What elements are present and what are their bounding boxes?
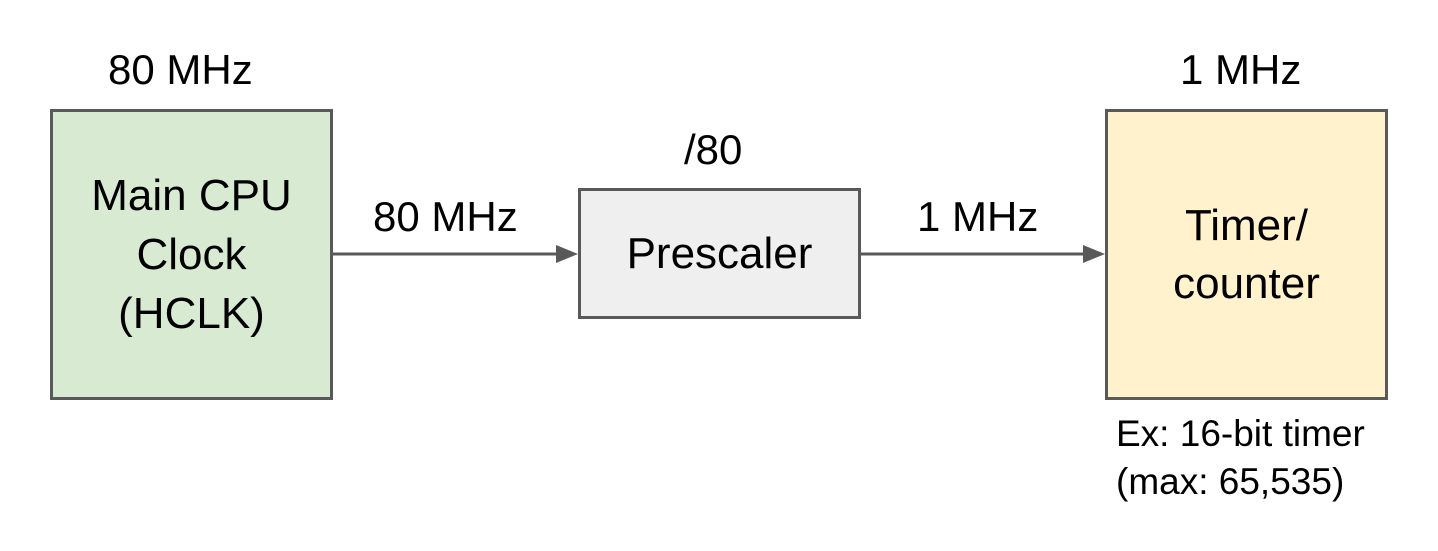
edge-label-cpu-to-prescaler: 80 MHz [373, 193, 518, 240]
prescaler-divider-label: /80 [684, 126, 743, 173]
timer-note-line-1: Ex: 16-bit timer [1116, 413, 1365, 454]
prescaler-box: Prescaler [578, 188, 861, 319]
prescaler-box-label: Prescaler [626, 229, 813, 278]
timer-counter-box: Timer/ counter [1105, 109, 1388, 400]
timer-frequency-label: 1 MHz [1180, 46, 1302, 93]
timer-note: Ex: 16-bit timer (max: 65,535) [1116, 410, 1365, 506]
arrow-cpu-to-prescaler [333, 245, 578, 263]
cpu-clock-frequency-label: 80 MHz [108, 46, 253, 93]
arrow-prescaler-to-timer [861, 245, 1105, 263]
timer-counter-box-label: Timer/ counter [1173, 200, 1320, 308]
cpu-clock-box-label: Main CPU Clock (HCLK) [91, 171, 292, 338]
timer-note-line-2: (max: 65,535) [1116, 461, 1345, 502]
edge-label-prescaler-to-timer: 1 MHz [917, 193, 1039, 240]
cpu-clock-box: Main CPU Clock (HCLK) [50, 109, 333, 400]
